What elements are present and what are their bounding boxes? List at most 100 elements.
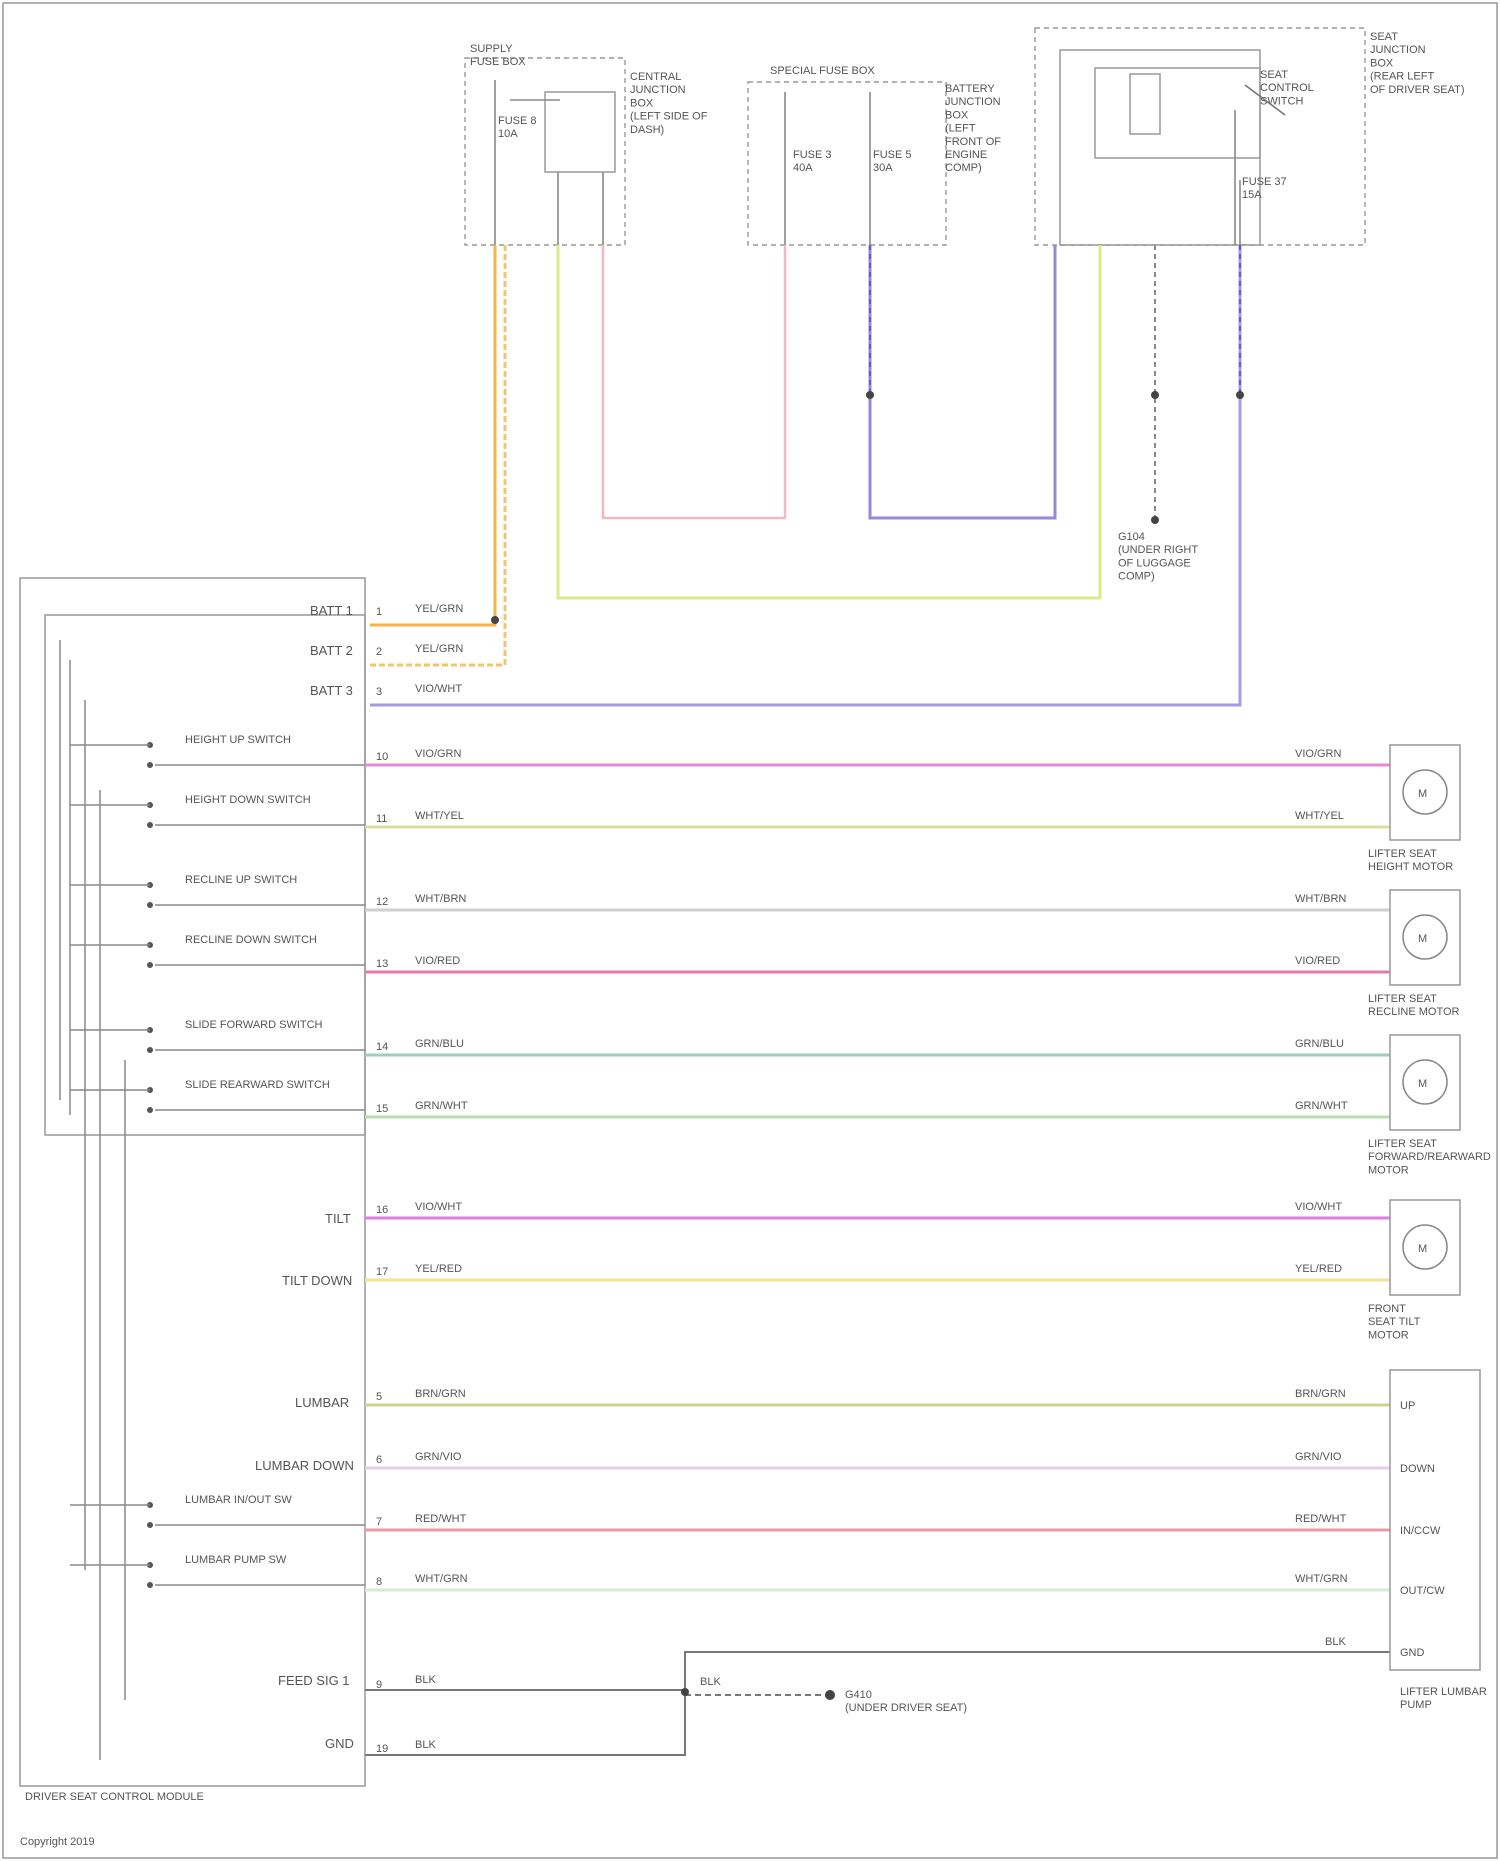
batt-1-num: 1 — [376, 606, 382, 618]
circuit-12: 12WHT/BRNWHT/BRN — [365, 893, 1390, 910]
switch-1: HEIGHT UP SWITCH — [70, 734, 365, 768]
batt-3-num: 3 — [376, 686, 382, 698]
circuit-wire-label: WHT/GRN — [415, 1573, 468, 1585]
circuit-wire-label: VIO/RED — [415, 955, 460, 967]
batt-2-label: BATT 2 — [310, 643, 353, 658]
special-fuse-box-note: BATTERYJUNCTIONBOX(LEFTFRONT OFENGINECOM… — [945, 83, 1001, 174]
circuit-num: 12 — [376, 896, 388, 908]
circuit-wire-label: YEL/RED — [415, 1263, 462, 1275]
circuit-far-wire-label: GRN/VIO — [1295, 1451, 1342, 1463]
circuit-far-wire-label: VIO/RED — [1295, 955, 1340, 967]
lumbar-pin-4: OUT/CW — [1400, 1585, 1445, 1597]
circuit-wire-label: GRN/VIO — [415, 1451, 462, 1463]
circuit-num: 14 — [376, 1041, 388, 1053]
switch-2: HEIGHT DOWN SWITCH — [70, 794, 365, 828]
circuit-far-wire-label: RED/WHT — [1295, 1513, 1347, 1525]
svg-text:M: M — [1418, 788, 1427, 800]
lumbar-pump-label: LIFTER LUMBARPUMP — [1400, 1686, 1487, 1711]
supply-relay — [545, 92, 615, 172]
circuit-far-wire-label: GRN/BLU — [1295, 1038, 1344, 1050]
pin-label-gnd: GND — [325, 1736, 354, 1751]
switch-label-3: RECLINE UP SWITCH — [185, 874, 297, 886]
driver-seat-control-module — [20, 578, 365, 1786]
circuit-num: 17 — [376, 1266, 388, 1278]
circuit-wire-label: BRN/GRN — [415, 1388, 466, 1400]
lifter-lumbar-pump: UPDOWNIN/CCWOUT/CWGND LIFTER LUMBARPUMP — [1390, 1370, 1487, 1711]
lumbar-pin-2: DOWN — [1400, 1463, 1435, 1475]
batt-1-label: BATT 1 — [310, 603, 353, 618]
circuit-wire-label: WHT/BRN — [415, 893, 466, 905]
circuit-far-wire-label: WHT/GRN — [1295, 1573, 1348, 1585]
switch-label-1: HEIGHT UP SWITCH — [185, 734, 291, 746]
batt-1-wire: YEL/GRN — [415, 603, 463, 615]
module-batt-pins: BATT 1 1 YEL/GRN BATT 2 2 YEL/GRN BATT 3… — [310, 603, 463, 698]
circuit-7: 7 RED/WHT RED/WHT — [365, 1513, 1390, 1530]
switch-label-2: HEIGHT DOWN SWITCH — [185, 794, 311, 806]
switch-label-5: SLIDE FORWARD SWITCH — [185, 1019, 323, 1031]
circuit-far-wire-label: VIO/WHT — [1295, 1201, 1342, 1213]
circuit-wire-label: GRN/WHT — [415, 1100, 468, 1112]
pin-label-tilt: TILT — [325, 1211, 351, 1226]
top-wiring — [370, 245, 1244, 705]
switch-label-4: RECLINE DOWN SWITCH — [185, 934, 317, 946]
switch-label-7: LUMBAR IN/OUT SW — [185, 1494, 292, 1506]
diagram-caption: DRIVER SEAT CONTROL MODULE — [25, 1791, 204, 1803]
batt-2-wire: YEL/GRN — [415, 643, 463, 655]
gnd-wire-2: BLK — [415, 1739, 436, 1751]
circuit-wire-label: RED/WHT — [415, 1513, 467, 1525]
ground-g410-label: G410(UNDER DRIVER SEAT) — [845, 1689, 967, 1714]
batt-3-label: BATT 3 — [310, 683, 353, 698]
circuit-wire-label: VIO/WHT — [415, 1201, 462, 1213]
special-fuse-label-2: FUSE 530A — [873, 149, 912, 174]
motor-label: LIFTER SEATRECLINE MOTOR — [1368, 993, 1460, 1018]
motor-label: LIFTER SEATHEIGHT MOTOR — [1368, 848, 1453, 873]
gnd-wire-3: BLK — [700, 1676, 721, 1688]
pin-label-lumbar: LUMBAR — [295, 1395, 349, 1410]
diagram-frame — [3, 3, 1497, 1858]
circuit-num: 10 — [376, 751, 388, 763]
switch-label-8: LUMBAR PUMP SW — [185, 1554, 287, 1566]
circuit-num: 16 — [376, 1204, 388, 1216]
svg-text:M: M — [1418, 1243, 1427, 1255]
circuit-far-wire-label: YEL/RED — [1295, 1263, 1342, 1275]
lumbar-pin-3: IN/CCW — [1400, 1525, 1441, 1537]
gnd-far-wire: BLK — [1325, 1636, 1346, 1648]
switch-5: SLIDE FORWARD SWITCH — [70, 1019, 365, 1053]
circuit-15: 15 GRN/WHT GRN/WHT — [365, 1100, 1390, 1117]
switch-4: RECLINE DOWN SWITCH — [70, 934, 365, 968]
switch-8: LUMBAR PUMP SW — [70, 1554, 365, 1588]
circuit-8: 8 WHT/GRN WHT/GRN — [365, 1573, 1390, 1590]
gnd-num-2: 19 — [376, 1743, 388, 1755]
switch-7: LUMBAR IN/OUT SW — [70, 1494, 365, 1528]
circuit-11: 11WHT/YELWHT/YEL — [365, 810, 1390, 827]
lumbar-pin-5: GND — [1400, 1647, 1425, 1659]
circuit-num: 15 — [376, 1103, 388, 1115]
circuit-far-wire-label: GRN/WHT — [1295, 1100, 1348, 1112]
circuit-far-wire-label: BRN/GRN — [1295, 1388, 1346, 1400]
special-fuse-box-title: SPECIAL FUSE BOX — [770, 65, 875, 77]
circuit-num: 8 — [376, 1576, 382, 1588]
circuit-num: 7 — [376, 1516, 382, 1528]
circuit-17: 17 YEL/RED YEL/RED — [365, 1263, 1390, 1280]
batt-3-wire: VIO/WHT — [415, 683, 462, 695]
motor-label: FRONTSEAT TILTMOTOR — [1368, 1303, 1421, 1341]
switch-6: SLIDE REARWARD SWITCH — [70, 1079, 365, 1113]
svg-text:M: M — [1418, 933, 1427, 945]
circuit-far-wire-label: WHT/YEL — [1295, 810, 1344, 822]
gnd-wire-1: BLK — [415, 1674, 436, 1686]
